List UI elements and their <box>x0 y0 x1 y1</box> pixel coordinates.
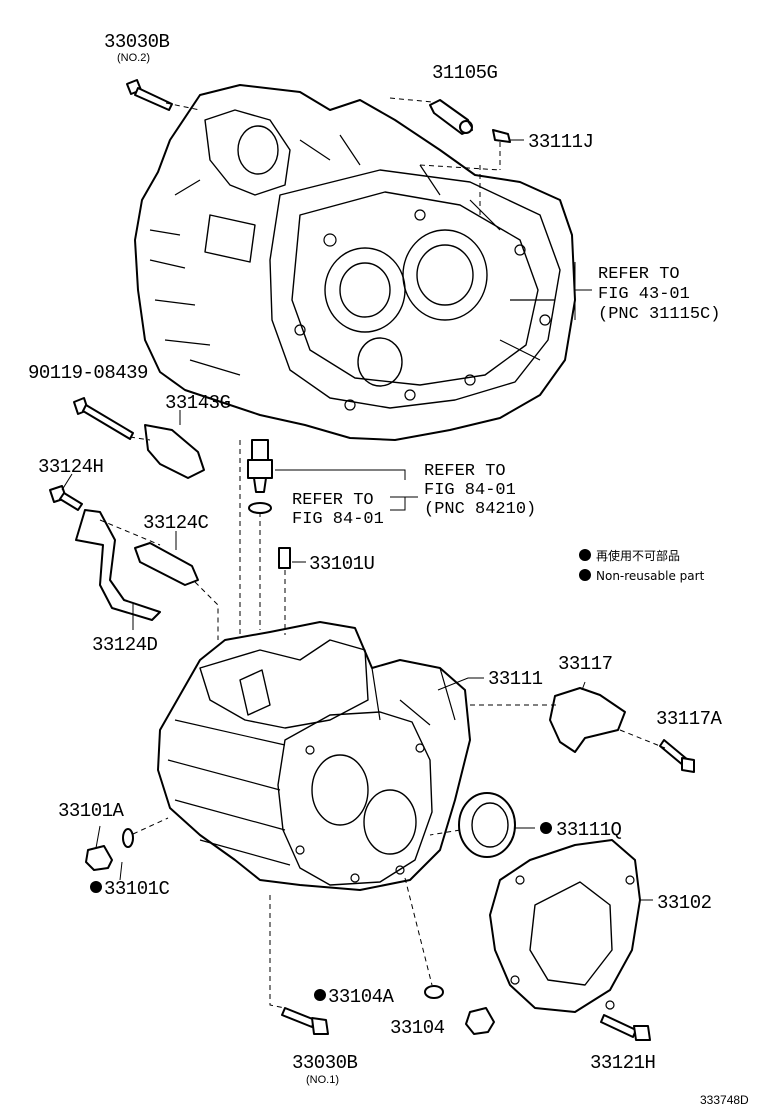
lever-33124c <box>134 542 199 586</box>
figure-id: 333748D <box>700 1093 749 1107</box>
label-33030b-lower: 33030B <box>292 1052 358 1074</box>
label-33124h: 33124H <box>38 456 103 478</box>
bolt-33124h <box>49 485 83 511</box>
bolt-33117a <box>659 739 695 773</box>
legend-text-jp: 再使用不可部品 <box>596 548 680 563</box>
label-33111q: 33111Q <box>556 819 622 841</box>
pin-33111j <box>492 129 511 143</box>
legend: 再使用不可部品 Non-reusable part <box>579 548 705 583</box>
gasket-33101c <box>122 828 134 848</box>
label-33030b-upper-note: (NO.2) <box>117 52 150 64</box>
legend-text-en: Non-reusable part <box>596 569 705 583</box>
speed-sensor <box>247 439 273 514</box>
bolt-90119-08439 <box>73 397 134 440</box>
ref-84b-line1: REFER TO <box>424 462 506 481</box>
label-33104a: 33104A <box>328 986 395 1008</box>
label-33101u: 33101U <box>309 553 375 575</box>
leader-lines <box>61 121 653 901</box>
bolt-31105g <box>429 99 473 135</box>
bracket-33143g <box>144 424 205 479</box>
ref-43-line1: REFER TO <box>598 265 680 284</box>
label-33117: 33117 <box>558 653 613 675</box>
plug-33101a <box>85 845 113 871</box>
ref-43-line2: FIG 43-01 <box>598 285 690 304</box>
ref-43-line3: (PNC 31115C) <box>598 305 720 324</box>
transaxle-case-drawing <box>157 621 471 891</box>
legend-dot-jp <box>579 549 591 561</box>
clutch-housing-drawing <box>134 84 576 441</box>
label-33101a: 33101A <box>58 800 125 822</box>
label-33101c: 33101C <box>104 878 170 900</box>
oil-seal-33111q <box>458 792 516 858</box>
label-33111: 33111 <box>488 668 543 690</box>
bracket-33117 <box>549 687 626 753</box>
label-33124c: 33124C <box>143 512 209 534</box>
label-33104: 33104 <box>390 1017 445 1039</box>
non-reusable-dot-33101c <box>90 881 102 893</box>
label-33143g: 33143G <box>165 392 231 414</box>
ref-84a-line2: FIG 84-01 <box>292 510 384 529</box>
bolt-33030b-upper <box>126 79 173 111</box>
label-33030b-lower-note: (NO.1) <box>306 1074 339 1086</box>
bolt-33030b-lower <box>281 1007 329 1035</box>
label-33124d: 33124D <box>92 634 158 656</box>
label-31105g: 31105G <box>432 62 498 84</box>
label-90119-08439: 90119-08439 <box>28 362 148 384</box>
ref-84b-line2: FIG 84-01 <box>424 481 516 500</box>
ref-84a-line1: REFER TO <box>292 491 374 510</box>
lever-33124d <box>75 509 161 621</box>
plug-33104 <box>465 1007 495 1035</box>
gasket-33104a <box>424 985 444 999</box>
legend-dot-en <box>579 569 591 581</box>
bolt-33121h <box>600 1014 651 1041</box>
label-33111j: 33111J <box>528 131 593 153</box>
non-reusable-dot-33111q <box>540 822 552 834</box>
non-reusable-dot-33104a <box>314 989 326 1001</box>
label-33117a: 33117A <box>656 708 723 730</box>
label-33102: 33102 <box>657 892 712 914</box>
label-33121h: 33121H <box>590 1052 655 1074</box>
ref-84b-line3: (PNC 84210) <box>424 500 536 519</box>
pin-33101u <box>278 547 291 569</box>
assembly-lines <box>99 97 666 1009</box>
label-33030b-upper: 33030B <box>104 31 170 53</box>
reference-notes: REFER TO FIG 43-01 (PNC 31115C) REFER TO… <box>292 265 720 529</box>
extension-housing-33102 <box>489 839 641 1013</box>
part-labels: 33030B (NO.2) 31105G 33111J 90119-08439 … <box>28 31 723 1086</box>
